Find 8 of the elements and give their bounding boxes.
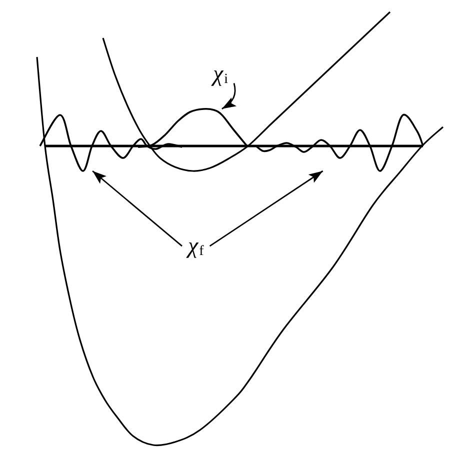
leader-arrow (222, 83, 236, 110)
wavefunction-label: χ$_{f}$ (182, 233, 210, 260)
wavefunction-curve (39, 114, 182, 172)
wavefunction-label: χ$_{i}$ (207, 61, 234, 88)
wavefunction-curve (255, 114, 424, 172)
leader-arrow (209, 170, 324, 247)
leader-arrow (92, 170, 182, 247)
wavefunction-curve (138, 108, 248, 148)
